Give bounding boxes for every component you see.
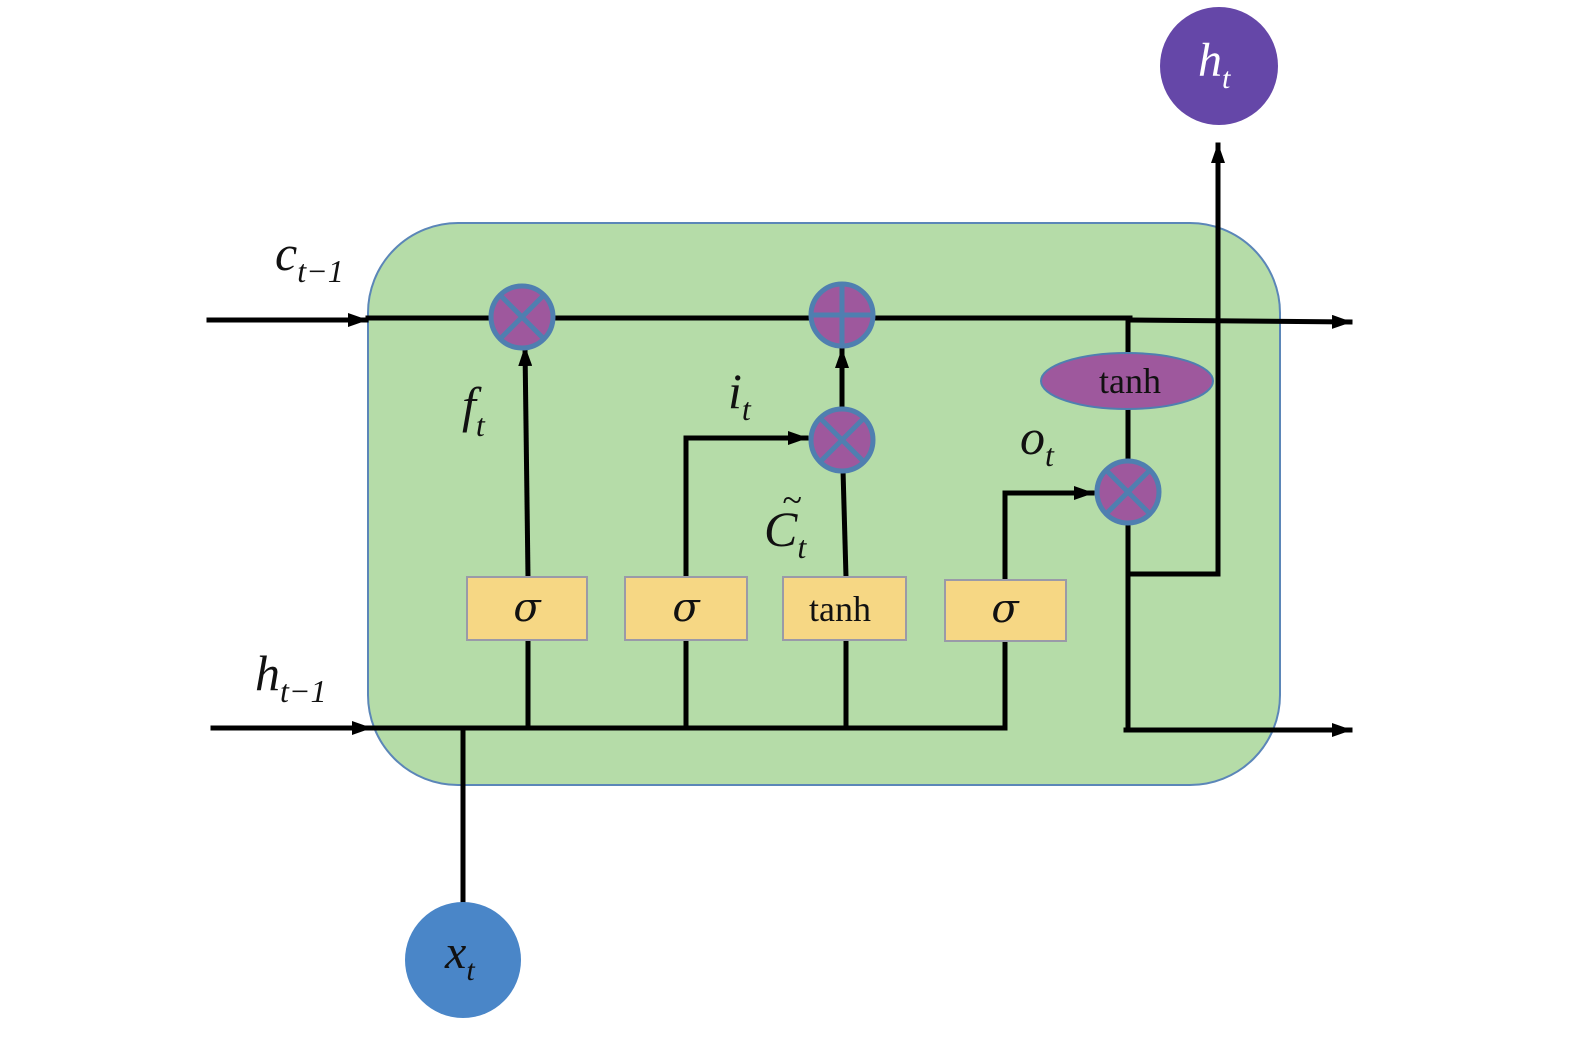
candidate-output-label: Ct xyxy=(764,501,807,565)
hidden-output-node: ht xyxy=(1160,7,1278,125)
candidate-output-wire xyxy=(840,467,849,580)
cell-state-tanh: tanh xyxy=(1040,352,1214,410)
output-multiply-op xyxy=(1094,458,1162,526)
input-gate-box: σ xyxy=(624,576,748,641)
input-node: xt xyxy=(405,902,521,1018)
hidden-output-node-label: ht xyxy=(1198,34,1231,95)
cell-state-tanh-label: tanh xyxy=(1099,361,1161,401)
input-gate-output-label: it xyxy=(728,363,752,427)
output-gate-box: σ xyxy=(944,579,1067,642)
candidate-gate-box: tanh xyxy=(782,576,907,641)
forget-gate-label: σ xyxy=(513,585,542,631)
output-gate-label: σ xyxy=(991,586,1020,632)
forget-gate-output-arrow xyxy=(518,345,533,580)
lstm-cell-body xyxy=(367,222,1281,786)
h-prev-label: ht−1 xyxy=(255,645,326,709)
candidate-gate-label: tanh xyxy=(809,589,871,629)
hidden-output-up-arrow xyxy=(1125,142,1225,577)
forget-gate-box: σ xyxy=(466,576,588,641)
input-gate-label: σ xyxy=(672,585,701,631)
candidate-tilde: ~ xyxy=(782,480,801,520)
input-multiply-op xyxy=(808,406,876,474)
output-gate-output-label: ot xyxy=(1020,409,1055,473)
cell-state-output-arrow xyxy=(1127,314,1353,329)
c-prev-label: ct−1 xyxy=(275,225,344,289)
output-gate-output-arrow xyxy=(1002,486,1095,583)
input-gate-output-arrow xyxy=(683,431,809,580)
forget-multiply-op xyxy=(488,283,556,351)
cell-add-op xyxy=(808,281,876,349)
input-node-label: xt xyxy=(444,926,475,987)
